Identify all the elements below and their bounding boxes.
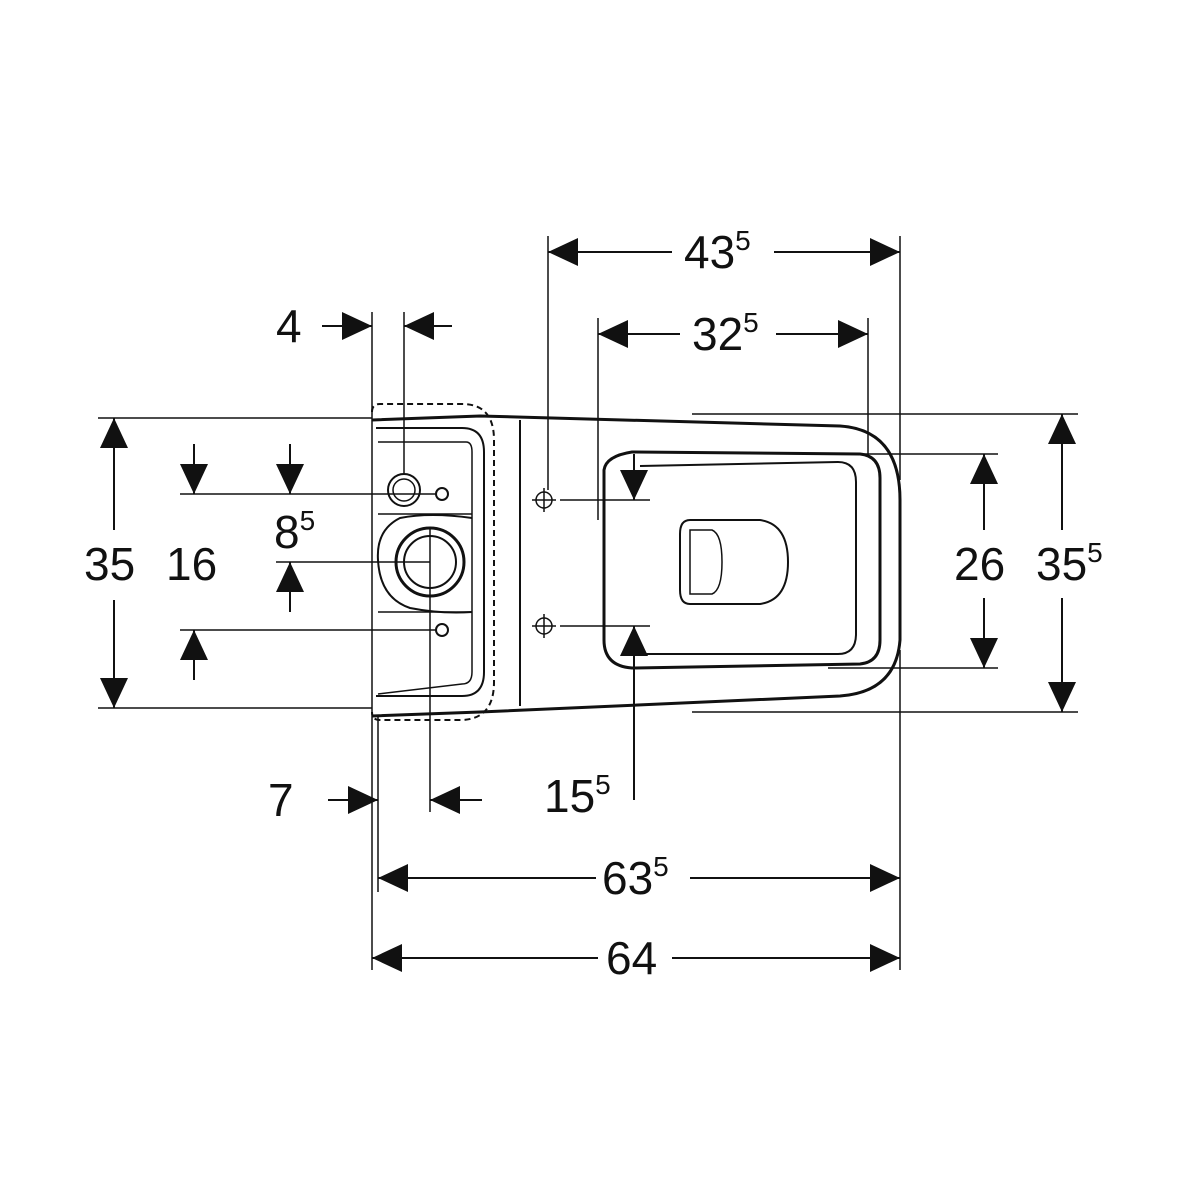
dimension-64: [372, 944, 900, 972]
label-43-5: 435: [684, 225, 751, 278]
bowl-opening: [679, 519, 790, 605]
valve-inner-circle: [392, 478, 416, 502]
dimension-43-5: [548, 238, 900, 266]
label-16: 16: [166, 538, 217, 590]
label-63-5: 635: [602, 851, 669, 904]
cistern-inner-line: [377, 441, 473, 695]
water-inlet-hole: [435, 487, 449, 501]
label-35-5: 355: [1036, 537, 1103, 590]
dimension-16: [180, 444, 208, 680]
bowl-inner-opening: [689, 529, 723, 595]
label-7: 7: [268, 774, 294, 826]
toilet-outline: [371, 403, 902, 721]
dimension-4: [322, 312, 452, 340]
fixing-point-bottom: [532, 614, 556, 638]
label-64: 64: [606, 932, 657, 984]
dimension-26: [970, 454, 998, 668]
seat-outline: [602, 450, 882, 670]
fixing-point-top: [532, 488, 556, 512]
label-8-5: 85: [274, 505, 315, 558]
label-15-5: 155: [544, 769, 611, 822]
cistern-inner-outline: [376, 427, 485, 697]
overflow-hole: [435, 623, 449, 637]
dimension-7: [328, 786, 482, 814]
label-35: 35: [84, 538, 135, 590]
dimension-63-5: [378, 864, 900, 892]
label-32-5: 325: [692, 307, 759, 360]
extension-lines: [98, 236, 1078, 970]
cistern-dashed-outline: [371, 403, 495, 721]
dimension-8-5: [276, 444, 304, 612]
dimension-32-5: [598, 320, 868, 348]
dimension-35-5: [1048, 414, 1076, 712]
seat-inner-outline: [639, 460, 857, 655]
body-outline: [371, 414, 902, 718]
label-4: 4: [276, 300, 302, 352]
dimension-15-5: [620, 454, 648, 800]
label-26: 26: [954, 538, 1005, 590]
cistern-arc: [376, 514, 473, 614]
dimension-35: [100, 418, 128, 708]
